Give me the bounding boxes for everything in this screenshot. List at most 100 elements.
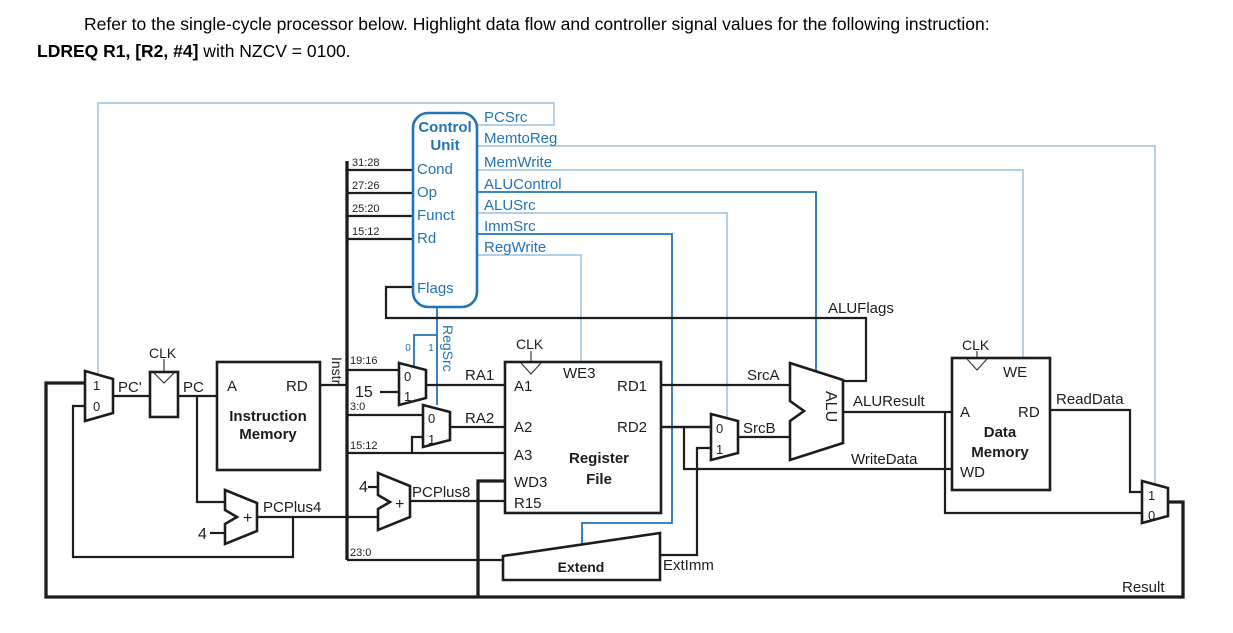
pcplus4-adder (223, 488, 259, 546)
bits-25-20: 25:20 (352, 203, 380, 215)
rf-port-a2: A2 (514, 419, 532, 436)
header-instruction: LDREQ R1, [R2, #4] (37, 41, 199, 61)
cu-input-rd: Rd (417, 230, 436, 247)
register-file (503, 360, 663, 515)
regsrc-branch1-label: 1 (428, 343, 434, 354)
alu-title: ALU (822, 391, 839, 422)
rf-title2: File (586, 471, 612, 488)
cu-input-flags: Flags (417, 280, 454, 297)
header-line1: Refer to the single-cycle processor belo… (84, 14, 990, 35)
pc-mux-1: 1 (93, 378, 100, 393)
aluflags-label: ALUFlags (828, 300, 894, 317)
tap-15-12-ra2 (410, 435, 423, 453)
rf-port-rd1: RD1 (617, 378, 647, 395)
instruction-memory (215, 360, 322, 472)
wire-pc-to-adder (195, 396, 225, 504)
result-mux (1140, 479, 1170, 525)
cu-out-memwrite: MemWrite (484, 154, 552, 171)
ra1-label: RA1 (465, 367, 494, 384)
wire-regwrite (477, 254, 582, 362)
wire-memwrite (477, 169, 1024, 358)
cu-out-memtoreg: MemtoReg (484, 130, 557, 147)
result-mux-0: 0 (1148, 508, 1155, 523)
const4-adder1-label: 4 (198, 526, 207, 543)
cu-input-funct: Funct (417, 207, 455, 224)
cu-input-cond: Cond (417, 161, 453, 178)
data-memory (950, 356, 1052, 492)
header-line2-rest: with NZCV = 0100. (198, 41, 351, 61)
rf-port-a3: A3 (514, 447, 532, 464)
dm-port-rd: RD (1018, 404, 1040, 421)
cu-out-regwrite: RegWrite (484, 239, 546, 256)
header-line1-text: Refer to the single-cycle processor belo… (84, 14, 990, 34)
dm-clk-wedge-icon (966, 358, 988, 371)
dm-port-a: A (960, 404, 970, 421)
rf-port-wd3: WD3 (514, 474, 547, 491)
const4-adder2-label: 4 (359, 479, 368, 496)
wire-alucontrol (477, 191, 817, 372)
control-unit (411, 111, 479, 309)
rf-port-r15: R15 (514, 495, 542, 512)
rf-port-a1: A1 (514, 378, 532, 395)
srcb-mux (709, 412, 740, 462)
dm-title2: Memory (971, 444, 1029, 461)
wire-writedata (682, 427, 952, 471)
bits-19-16: 19:16 (350, 355, 378, 367)
imem-port-a: A (227, 378, 237, 395)
wire-wd3-riser (476, 479, 505, 597)
wire-result-loop (44, 381, 1185, 599)
cu-input-op: Op (417, 184, 437, 201)
control-unit-title2: Unit (430, 137, 459, 154)
bits-15-12-ra2: 15:12 (350, 440, 378, 452)
imem-title1: Instruction (229, 408, 307, 425)
rf-clk-wedge-icon (520, 362, 542, 375)
ra2-mux-1: 1 (428, 432, 435, 447)
ra1-mux-1: 1 (404, 389, 411, 404)
aluresult-label: ALUResult (853, 393, 926, 410)
rf-port-we3: WE3 (563, 365, 596, 382)
wire-pcplus4-loop (71, 404, 295, 559)
readdata-label: ReadData (1056, 391, 1124, 408)
wire-regsrc-branch (413, 334, 437, 367)
extend-title: Extend (558, 559, 605, 575)
ra2-mux-0: 0 (428, 411, 435, 426)
wire-immsrc (477, 233, 673, 545)
result-mux-1: 1 (1148, 488, 1155, 503)
cu-out-immsrc: ImmSrc (484, 218, 536, 235)
dm-port-we: WE (1003, 364, 1027, 381)
wire-aluflags (384, 285, 868, 383)
regsrc-label: RegSrc (440, 325, 456, 372)
pcplus8-label: PCPlus8 (412, 484, 470, 501)
cu-out-alucontrol: ALUControl (484, 176, 562, 193)
ra2-label: RA2 (465, 410, 494, 427)
bits-3-0: 3:0 (350, 401, 365, 413)
pcplus4-label: PCPlus4 (263, 499, 321, 516)
ra2-mux (421, 403, 452, 449)
wire-memtoreg (477, 145, 1156, 485)
alu (788, 361, 845, 462)
adder1-plus-icon: + (243, 510, 252, 527)
srcb-label: SrcB (743, 420, 776, 437)
header-line2: LDREQ R1, [R2, #4] with NZCV = 0100. (37, 41, 351, 62)
adder2-plus-icon: + (395, 496, 404, 513)
cu-out-pcsrc: PCSrc (484, 109, 528, 126)
rf-clk-label: CLK (516, 336, 544, 352)
rf-title1: Register (569, 450, 629, 467)
srca-label: SrcA (747, 367, 780, 384)
writedata-label: WriteData (851, 451, 918, 468)
ra1-mux-0: 0 (404, 369, 411, 384)
result-label: Result (1122, 579, 1165, 596)
dm-title1: Data (984, 424, 1017, 441)
ra1-mux (397, 361, 428, 407)
bits-31-28: 31:28 (352, 157, 380, 169)
extend-unit (501, 531, 662, 582)
pc-next-label: PC' (118, 379, 142, 396)
cu-out-alusrc: ALUSrc (484, 197, 536, 214)
instr-label: Instr (329, 357, 345, 385)
const15-label: 15 (355, 384, 373, 401)
wire-readdata (1050, 408, 1142, 494)
bits-23-0: 23:0 (350, 547, 371, 559)
rf-port-rd2: RD2 (617, 419, 647, 436)
